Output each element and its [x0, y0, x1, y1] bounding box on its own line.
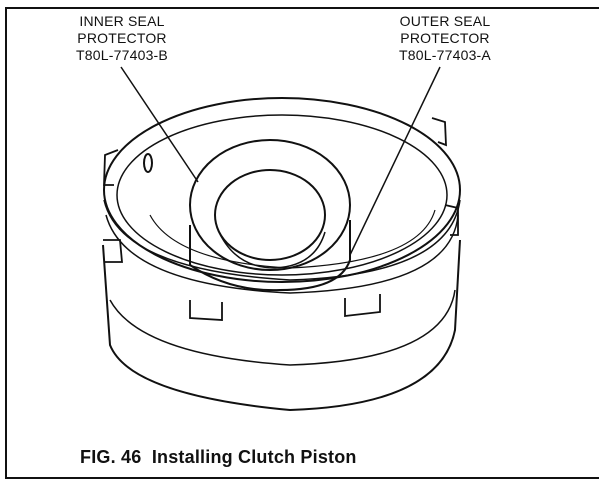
hub-bore	[214, 169, 326, 261]
outer-seal-protector-label: OUTER SEAL PROTECTOR T80L-77403-A	[375, 13, 515, 64]
inner-leader-line	[120, 66, 199, 183]
inner-seal-protector-label: INNER SEAL PROTECTOR T80L-77403-B	[52, 13, 192, 64]
hub-bore-inner	[217, 229, 326, 269]
figure-caption: FIG. 46 Installing Clutch Piston	[80, 447, 357, 468]
label-line: PROTECTOR	[400, 30, 490, 46]
drum-hole	[143, 153, 153, 173]
drum-bottom-band	[109, 289, 456, 366]
drum-body	[102, 239, 461, 412]
drum-tabs	[103, 117, 459, 321]
label-line: OUTER SEAL	[399, 13, 491, 29]
part-number: T80L-77403-A	[399, 47, 491, 63]
drum-rim-lower2	[105, 214, 459, 294]
figure-number: FIG. 46	[80, 447, 142, 467]
figure-title: Installing Clutch Piston	[151, 447, 357, 467]
label-line: PROTECTOR	[77, 30, 167, 46]
outer-leader-line	[349, 66, 441, 256]
hub-top	[189, 139, 351, 271]
drum-outer-rim	[103, 97, 461, 283]
hub-sides	[189, 220, 351, 292]
part-number: T80L-77403-B	[76, 47, 168, 63]
drum-rim-lower	[103, 199, 461, 281]
drum-inner-rim	[116, 114, 448, 276]
drum-floor	[149, 209, 436, 269]
figure-frame	[5, 7, 599, 479]
label-line: INNER SEAL	[79, 13, 165, 29]
